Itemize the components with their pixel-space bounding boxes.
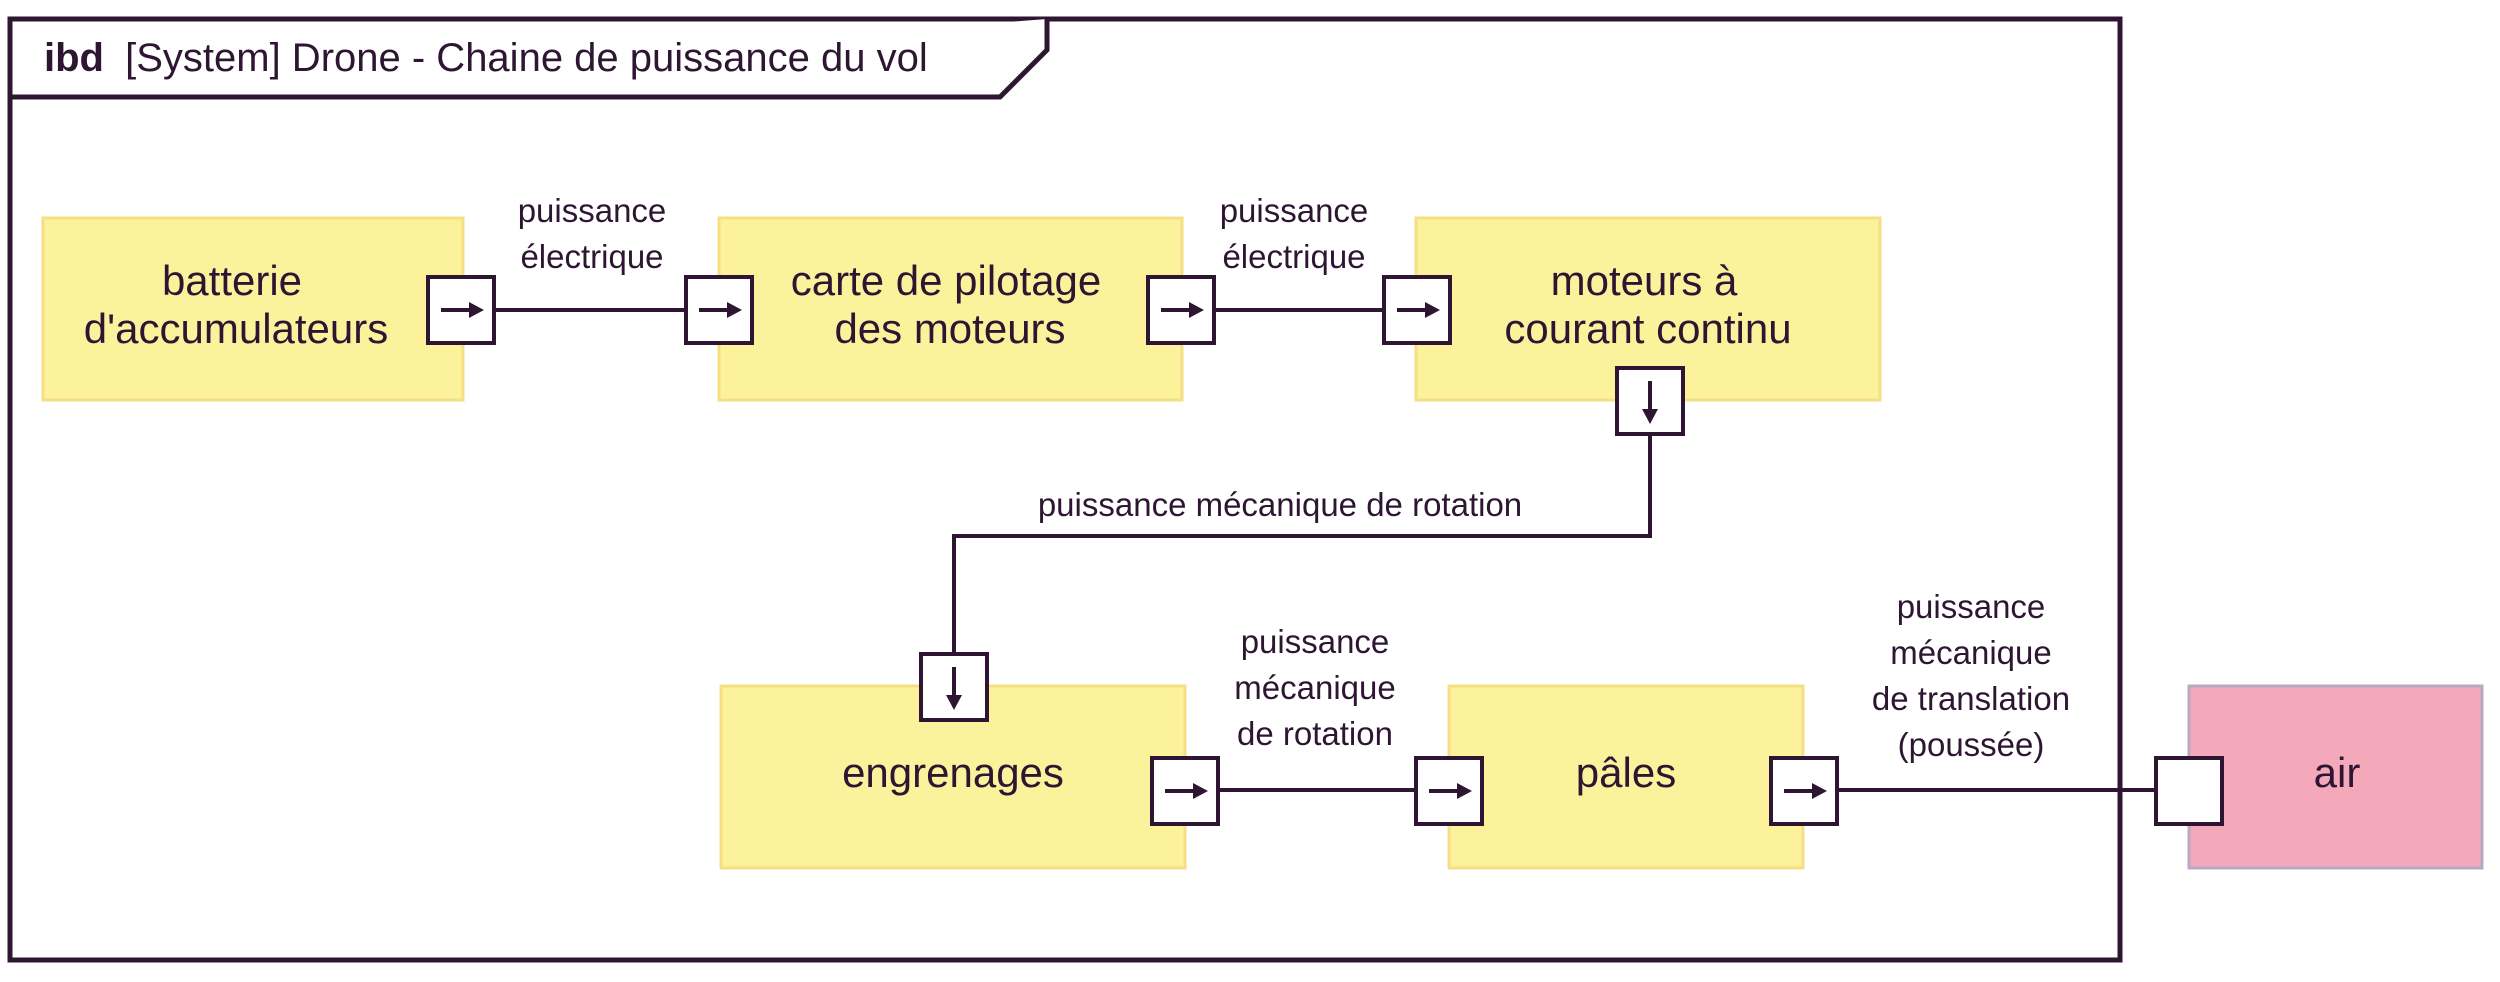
block-moteurs-label-2: courant continu	[1504, 305, 1791, 352]
block-air[interactable]: air	[2187, 684, 2484, 870]
frame-kind: ibd	[44, 36, 104, 80]
block-air-label: air	[2314, 749, 2361, 796]
block-engrenages-label: engrenages	[842, 749, 1064, 796]
flow-translation-line-3: de translation	[1872, 680, 2070, 717]
port-carte-in[interactable]	[684, 275, 754, 345]
port-engrenages-in[interactable]	[919, 652, 989, 722]
flow-label-rotation-2: puissance mécanique de rotation	[1234, 623, 1395, 752]
block-carte-pilotage[interactable]: carte de pilotage des moteurs	[717, 216, 1184, 402]
block-moteurs-label-1: moteurs à	[1551, 257, 1738, 304]
port-batterie-out[interactable]	[426, 275, 496, 345]
port-carte-out[interactable]	[1146, 275, 1216, 345]
flow-label-elec-1: puissance électrique	[518, 192, 667, 275]
flow-elec-1-line-2: électrique	[520, 238, 663, 275]
flow-translation-line-1: puissance	[1897, 588, 2046, 625]
port-air-in[interactable]	[2154, 756, 2224, 826]
flow-rotation-2-line-1: puissance	[1241, 623, 1390, 660]
block-carte-label-1: carte de pilotage	[791, 257, 1102, 304]
flow-elec-2-line-2: électrique	[1222, 238, 1365, 275]
block-batterie-label-1: batterie	[162, 257, 302, 304]
flow-label-rotation-1: puissance mécanique de rotation	[1038, 486, 1522, 523]
block-carte-label-2: des moteurs	[834, 305, 1065, 352]
port-engrenages-out[interactable]	[1150, 756, 1220, 826]
flow-translation-line-4: (poussée)	[1898, 726, 2045, 763]
block-batterie-label-2: d'accumulateurs	[84, 305, 389, 352]
frame-title-text: [System] Drone - Chaine de puissance du …	[125, 36, 928, 80]
port-pales-out[interactable]	[1769, 756, 1839, 826]
ibd-frame	[7, 16, 2123, 963]
wire-moteurs-engrenages	[952, 433, 1652, 654]
port-pales-in[interactable]	[1414, 756, 1484, 826]
port-moteurs-out[interactable]	[1615, 366, 1685, 436]
flow-label-elec-2: puissance électrique	[1220, 192, 1369, 275]
frame-title: ibd [System] Drone - Chaine de puissance…	[44, 36, 928, 80]
flow-elec-2-line-1: puissance	[1220, 192, 1369, 229]
frame-title-tab	[10, 19, 1050, 100]
flow-translation-line-2: mécanique	[1890, 634, 2051, 671]
block-pales-label: pâles	[1576, 749, 1676, 796]
flow-label-translation: puissance mécanique de translation (pous…	[1872, 588, 2070, 763]
block-batterie[interactable]: batterie d'accumulateurs	[41, 216, 465, 402]
port-moteurs-in[interactable]	[1382, 275, 1452, 345]
flow-rotation-2-line-2: mécanique	[1234, 669, 1395, 706]
flow-rotation-2-line-3: de rotation	[1237, 715, 1393, 752]
flow-elec-1-line-1: puissance	[518, 192, 667, 229]
block-pales[interactable]: pâles	[1447, 684, 1805, 870]
